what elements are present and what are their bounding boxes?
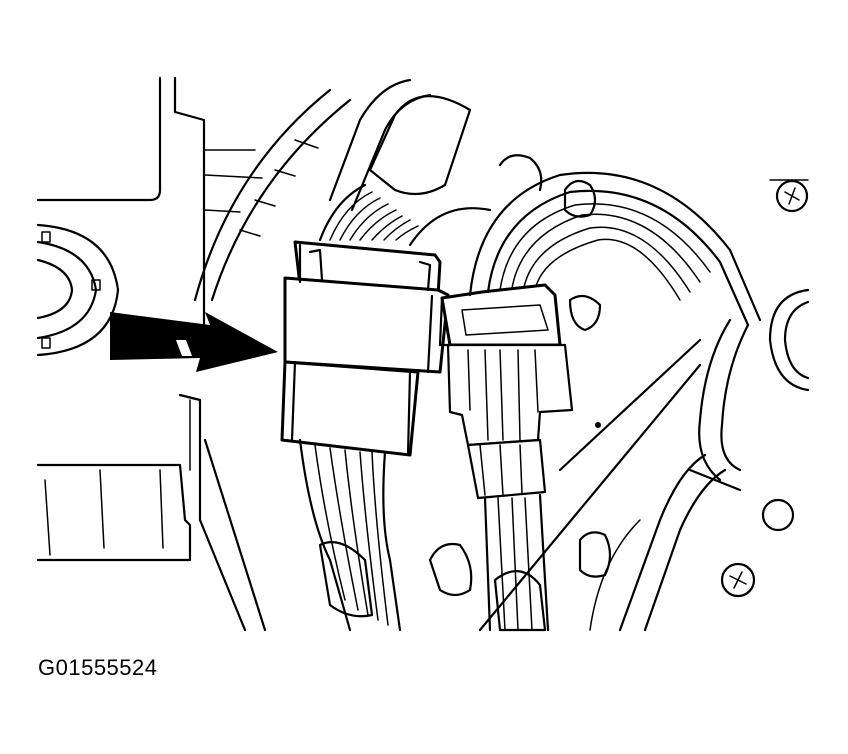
right-wire-loop [468, 171, 762, 632]
screw-head-icon [720, 179, 809, 598]
main-connector-housing [280, 240, 450, 457]
pointer-arrow-icon [110, 312, 278, 372]
mounting-panel [36, 76, 267, 632]
panel-holes [428, 154, 795, 597]
upper-wire-harness [193, 78, 492, 302]
wiring-connector-illustration [36, 76, 810, 632]
lower-wire-harness [298, 438, 550, 632]
left-grommet [36, 223, 120, 357]
right-grommet [768, 179, 810, 392]
mating-connector-housing [438, 283, 574, 500]
figure-code-label: G01555524 [38, 655, 158, 680]
